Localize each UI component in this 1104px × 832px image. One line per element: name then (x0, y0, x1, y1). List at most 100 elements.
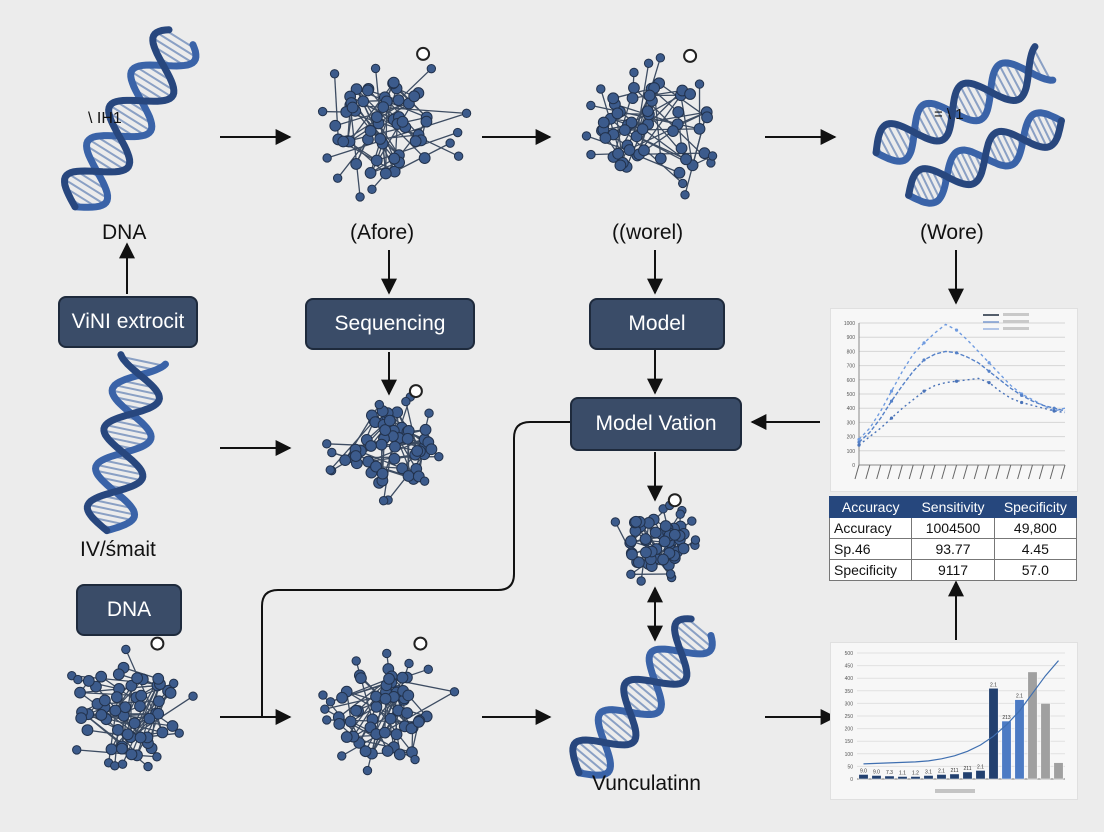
atom-node (612, 147, 624, 160)
helix-rung (130, 78, 166, 102)
bond-line (637, 154, 680, 174)
atom-node (675, 509, 685, 519)
helix-rung (674, 624, 709, 654)
atom-node (607, 92, 620, 105)
x-axis-label-placeholder (935, 789, 975, 793)
atom-node (383, 672, 395, 685)
helix-rung (67, 172, 109, 200)
helix-rung (1042, 112, 1057, 141)
data-point (987, 369, 991, 373)
atom-node (675, 142, 688, 155)
y-tick-label: 400 (847, 406, 856, 412)
atom-node (425, 443, 438, 456)
helix-rung (95, 135, 130, 158)
atom-node (152, 672, 165, 685)
x-tick-mark (941, 464, 947, 480)
bar (871, 775, 882, 780)
helix-rung (1000, 130, 1017, 162)
molecule-cluster-middle (322, 384, 444, 506)
data-point (857, 443, 861, 447)
atom-node (116, 742, 128, 755)
molecule-cluster-afore (317, 46, 472, 202)
atom-node (339, 454, 352, 467)
atom-node (329, 69, 340, 79)
atom-node (596, 84, 606, 94)
atom-node (375, 438, 388, 451)
data-label: 9.0 (873, 769, 880, 775)
x-tick-mark (1006, 464, 1012, 480)
helix-rung (92, 498, 133, 510)
helix-rung (64, 178, 105, 205)
atom-node (117, 759, 128, 769)
atom-node (322, 715, 332, 725)
atom-node (378, 496, 389, 506)
table-cell: Specificity (828, 559, 913, 581)
helix-rung (130, 70, 173, 98)
helix-strand (905, 117, 1065, 199)
atom-node (109, 704, 122, 717)
atom-node (659, 520, 672, 532)
table-cell: Sp.46 (828, 538, 913, 560)
model-box: Model (589, 298, 725, 350)
atom-node (396, 115, 409, 128)
molecule-cluster-small (610, 493, 701, 586)
atom-node (641, 105, 654, 118)
bar (1040, 703, 1051, 780)
atom-node (81, 724, 94, 737)
atom-node (426, 63, 437, 74)
x-tick-mark (1017, 464, 1023, 480)
helix-rung (87, 503, 135, 516)
atom-node (693, 122, 706, 135)
atom-node (694, 79, 705, 89)
atom-node (164, 687, 177, 699)
atom-node (581, 131, 592, 141)
atom-node (632, 556, 645, 569)
bond-line (364, 696, 395, 752)
atom-node (152, 695, 165, 708)
helix-rung (623, 688, 655, 715)
bar (923, 775, 934, 780)
atom-node (166, 720, 179, 732)
data-label: 211 (951, 768, 959, 774)
atom-node (626, 92, 639, 105)
helix-rung (678, 619, 713, 649)
atom-node (654, 152, 667, 165)
atom-node (188, 691, 198, 701)
atom-node (370, 154, 383, 167)
y-tick-label: 500 (845, 651, 854, 657)
atom-node (75, 712, 88, 725)
data-point (1052, 409, 1056, 413)
helix-strand (83, 351, 163, 535)
atom-node (383, 414, 396, 427)
data-point (954, 328, 959, 332)
helix-strand (61, 26, 178, 211)
atom-node (445, 138, 455, 148)
label-dna: DNA (102, 221, 147, 244)
dna-annotation: \ IH1 (88, 110, 122, 127)
helix-rung (152, 37, 194, 64)
dna-helix-top-right-a (872, 43, 1057, 165)
atom-node (346, 101, 359, 114)
atom-node (628, 82, 640, 94)
y-tick-label: 800 (847, 349, 856, 355)
x-tick-mark (1027, 464, 1033, 480)
atom-node (357, 95, 370, 108)
helix-rung (886, 123, 907, 160)
helix-rung (994, 132, 1013, 166)
atom-node (119, 701, 132, 714)
legend-text-placeholder (1003, 313, 1029, 316)
data-label: 3.1 (925, 769, 932, 775)
atom-node (461, 108, 472, 119)
atom-node (629, 67, 639, 78)
atom-node (322, 439, 332, 449)
helix-rung (655, 649, 688, 677)
atom-node (701, 111, 713, 124)
helix-rung (993, 69, 1012, 101)
atom-node (134, 731, 147, 744)
atom-node (672, 106, 685, 118)
bond-line (349, 105, 361, 198)
